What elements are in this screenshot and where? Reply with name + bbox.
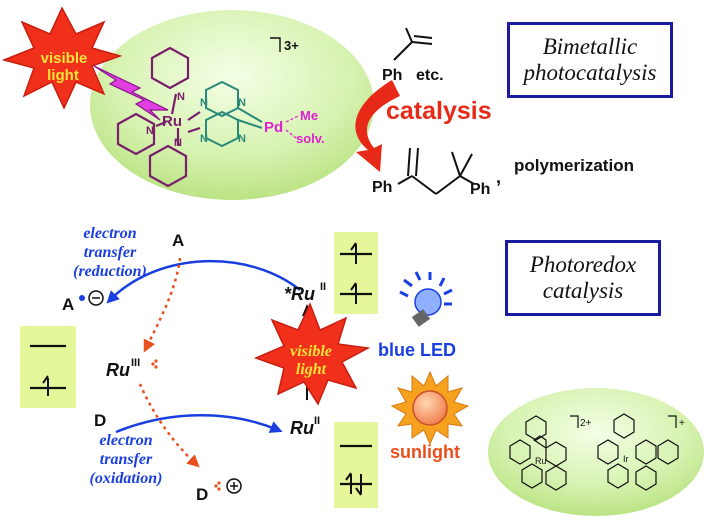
et-reduction-line3: (reduction) <box>73 263 147 280</box>
reduction-electron-arrow <box>106 259 301 304</box>
photocatalyst-oval <box>488 388 704 516</box>
n-atom-label: N <box>200 133 208 145</box>
n-atom-label: N <box>146 125 154 137</box>
et-oxidation-line2: transfer <box>100 451 153 468</box>
visible-light-burst-top: visible light <box>1 6 123 110</box>
ir-ppy-complex-structure <box>597 413 679 491</box>
catalysis-label: catalysis <box>386 97 492 125</box>
photoredox-title-box: Photoredox catalysis <box>505 240 661 316</box>
blue-led-label: blue LED <box>378 340 456 360</box>
burst-text-line1: visible <box>290 343 332 360</box>
ir-complex-charge: + <box>679 418 685 429</box>
burst-text-line1: visible <box>41 50 88 67</box>
ru-oxidation-dotted-arrow <box>143 257 182 353</box>
ground-level-box <box>334 422 378 508</box>
n-atom-label: N <box>238 97 246 109</box>
n-atom-label: N <box>174 137 182 149</box>
visible-light-burst-center: visible light <box>253 302 371 406</box>
comma-separator: , <box>496 167 501 187</box>
acceptor-reduced-label: A <box>62 295 74 314</box>
ru-iii-label: Ru <box>106 360 130 380</box>
bimetallic-title-line1: Bimetallic <box>542 34 638 59</box>
ru-metal-label: Ru <box>535 456 547 466</box>
ru-ii-label: Ru <box>290 418 314 438</box>
ru-excited-oxidation-state: II <box>320 281 326 293</box>
lightning-bolt-icon <box>93 65 169 121</box>
bimetallic-title-box: Bimetallic photocatalysis <box>507 22 673 98</box>
n-atom-label: N <box>177 91 185 103</box>
complex-oval <box>90 10 374 200</box>
ru-complex-charge: 2+ <box>580 418 592 429</box>
donor-oxidized-label: D <box>196 485 208 504</box>
ru-metal-label: Ru <box>162 113 182 130</box>
polymerization-label: polymerization <box>514 156 634 175</box>
sunlight-label: sunlight <box>390 442 460 462</box>
ru-bpy-complex-structure <box>509 415 567 491</box>
ir-metal-label: Ir <box>623 454 629 464</box>
n-atom-label: N <box>200 97 208 109</box>
sun-icon <box>390 370 470 446</box>
et-oxidation-line3: (oxidation) <box>90 470 163 487</box>
ru-excited-label: *Ru <box>284 284 315 304</box>
solvent-label: solv. <box>296 131 325 146</box>
photoredox-title-line1: Photoredox <box>529 252 637 277</box>
burst-text-line2: light <box>47 67 79 84</box>
bridging-ligand-structure <box>205 80 263 148</box>
acceptor-label: A <box>172 231 184 250</box>
phenyl-label: Ph <box>470 181 490 198</box>
complex-charge: 3+ <box>284 38 299 53</box>
oxidation-electron-arrow <box>115 414 283 434</box>
et-reduction-line2: transfer <box>84 244 137 261</box>
et-reduction-line1: electron <box>83 225 136 242</box>
ru-complex-structure <box>116 46 201 188</box>
ru-ii-oxidation-state: II <box>314 415 320 427</box>
phenyl-label: Ph <box>382 67 402 84</box>
dimer-product-structure <box>397 147 475 195</box>
et-oxidation-line1: electron <box>99 432 152 449</box>
ru-reduction-dotted-arrow <box>138 383 200 468</box>
methyl-label: Me <box>300 108 318 123</box>
alpha-methylstyrene-structure <box>393 27 433 61</box>
n-atom-label: N <box>238 133 246 145</box>
donor-label: D <box>94 411 106 430</box>
blue-led-icon <box>399 271 453 327</box>
etc-label: etc. <box>416 67 444 84</box>
pd-metal-label: Pd <box>264 119 283 136</box>
phenyl-label: Ph <box>372 179 392 196</box>
ru-iii-oxidation-state: III <box>131 357 140 369</box>
bimetallic-title-line2: photocatalysis <box>523 60 657 85</box>
photoredox-title-line2: catalysis <box>542 278 624 303</box>
burst-text-line2: light <box>296 361 327 378</box>
catalysis-arrow <box>355 80 400 172</box>
